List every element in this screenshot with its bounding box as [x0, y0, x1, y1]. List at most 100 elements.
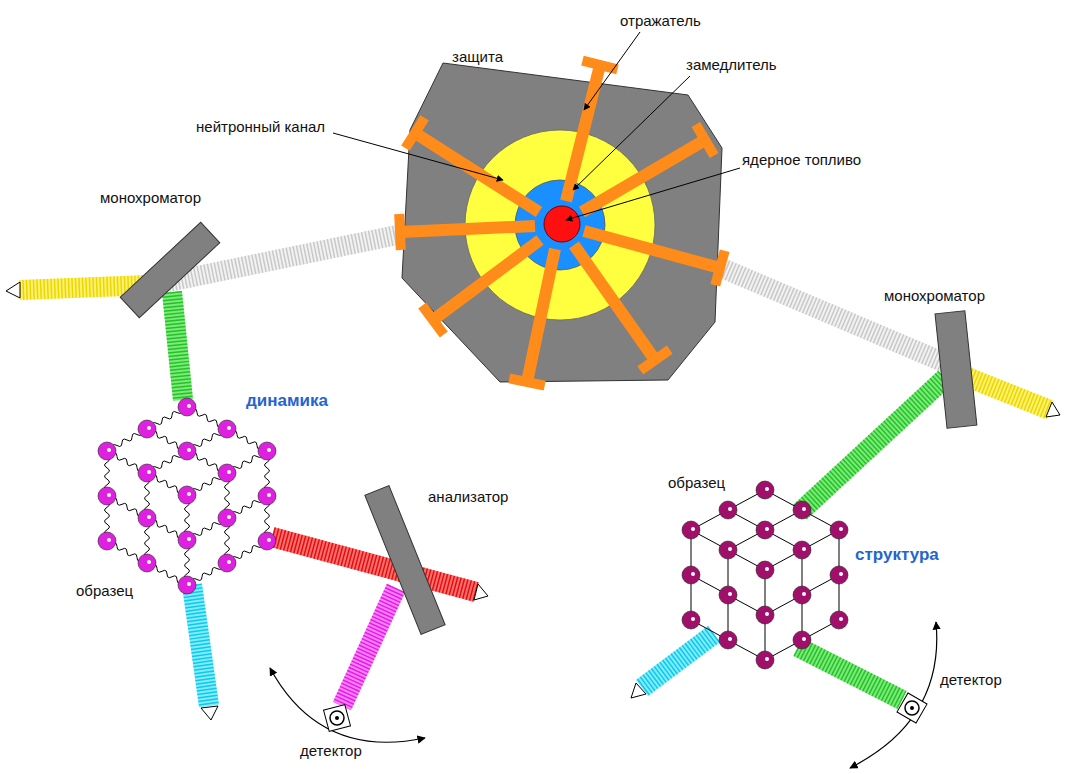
lattice-atom	[178, 576, 196, 594]
atom-circle	[830, 611, 848, 629]
atom-dot	[802, 592, 806, 596]
atom-dot	[765, 657, 769, 661]
dynamics-sample	[98, 398, 276, 594]
lattice-atom	[756, 606, 774, 624]
atom-circle	[719, 501, 737, 519]
atom-circle	[682, 521, 700, 539]
atom-dot	[728, 637, 732, 641]
atom-circle	[793, 541, 811, 559]
atom-circle	[793, 501, 811, 519]
atom-circle	[830, 521, 848, 539]
lattice-atom	[793, 631, 811, 649]
atom-dot	[187, 537, 191, 541]
lattice-atom	[178, 398, 196, 416]
lattice-atom	[258, 532, 276, 550]
atom-dot	[728, 507, 732, 511]
part-label: защита	[452, 48, 503, 66]
section-heading: структура	[855, 546, 939, 564]
leader-lines	[333, 32, 740, 220]
atom-dot	[267, 448, 271, 452]
atom-dot	[147, 515, 151, 519]
atom-circle	[178, 576, 196, 594]
lattice-atom	[719, 501, 737, 519]
atom-dot	[802, 547, 806, 551]
atom-dot	[839, 617, 843, 621]
atom-dot	[765, 612, 769, 616]
lattice-atom	[138, 554, 156, 572]
lattice-atom	[218, 554, 236, 572]
atom-dot	[187, 448, 191, 452]
lattice-atom	[719, 631, 737, 649]
atom-circle	[178, 531, 196, 549]
atom-circle	[756, 651, 774, 669]
part-label: образец	[76, 582, 133, 600]
lattice-atom	[218, 420, 236, 438]
atom-dot	[107, 448, 111, 452]
atom-circle	[98, 487, 116, 505]
sample-lattices	[98, 398, 848, 669]
atom-circle	[258, 442, 276, 460]
part-label: монохроматор	[884, 287, 985, 305]
atom-dot	[728, 592, 732, 596]
lattice-atom	[830, 521, 848, 539]
atom-dot	[147, 470, 151, 474]
part-label: детектор	[300, 742, 362, 760]
atom-circle	[218, 464, 236, 482]
atom-circle	[218, 509, 236, 527]
atom-dot	[728, 547, 732, 551]
part-label: монохроматор	[100, 189, 201, 207]
reactor	[399, 51, 725, 386]
atom-circle	[719, 541, 737, 559]
atom-dot	[765, 527, 769, 531]
atom-circle	[793, 586, 811, 604]
lattice-atom	[756, 521, 774, 539]
part-label: анализатор	[428, 488, 508, 506]
atom-circle	[138, 554, 156, 572]
atom-circle	[178, 398, 196, 416]
lattice-atom	[756, 481, 774, 499]
atom-circle	[138, 464, 156, 482]
atom-circle	[178, 486, 196, 504]
lattice-atom	[178, 531, 196, 549]
atom-circle	[98, 532, 116, 550]
atom-circle	[98, 442, 116, 460]
atom-circle	[793, 631, 811, 649]
atom-dot	[691, 527, 695, 531]
lattice-atom	[719, 586, 737, 604]
part-label: отражатель	[620, 12, 701, 30]
atom-dot	[839, 572, 843, 576]
atom-dot	[107, 493, 111, 497]
atom-dot	[691, 572, 695, 576]
lattice-atom	[138, 509, 156, 527]
lattice-atom	[682, 566, 700, 584]
part-label: нейтронный канал	[196, 118, 325, 136]
lattice-atom	[178, 442, 196, 460]
lattice-atom	[138, 464, 156, 482]
atom-dot	[107, 538, 111, 542]
lattice-atom	[98, 442, 116, 460]
atom-circle	[218, 420, 236, 438]
part-label: детектор	[940, 671, 1002, 689]
atom-circle	[756, 561, 774, 579]
atom-dot	[765, 567, 769, 571]
atom-dot	[765, 487, 769, 491]
atom-circle	[719, 631, 737, 649]
lattice-atom	[258, 442, 276, 460]
atom-dot	[227, 515, 231, 519]
lattice-atom	[793, 586, 811, 604]
lattice-atom	[682, 611, 700, 629]
lattice-atom	[218, 464, 236, 482]
structure-sample	[682, 481, 848, 669]
lattice-atom	[793, 501, 811, 519]
atom-circle	[218, 554, 236, 572]
atom-dot	[147, 560, 151, 564]
atom-dot	[187, 404, 191, 408]
atom-dot	[802, 507, 806, 511]
lattice-atom	[793, 541, 811, 559]
atom-circle	[830, 566, 848, 584]
lattice-atom	[98, 487, 116, 505]
lattice-atom	[830, 566, 848, 584]
atom-circle	[258, 487, 276, 505]
